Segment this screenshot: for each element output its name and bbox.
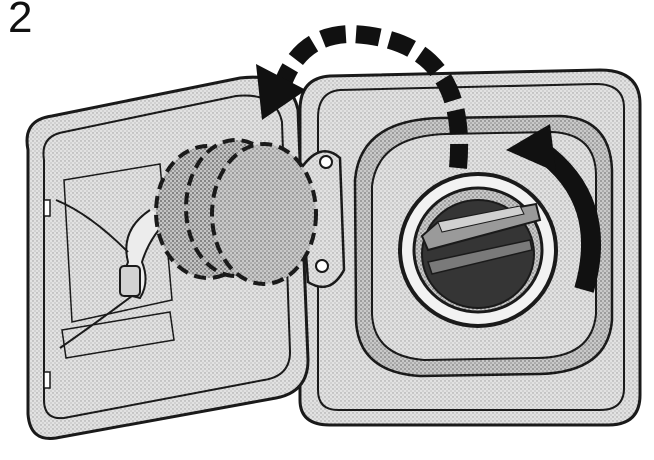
step-number: 2 bbox=[8, 0, 33, 42]
fuel-cap-removed-dashed bbox=[154, 138, 318, 286]
filler-neck-opening bbox=[398, 172, 558, 328]
remove-and-place-arrow-dashed bbox=[256, 24, 469, 169]
counterclockwise-turn-arrow bbox=[506, 124, 601, 293]
